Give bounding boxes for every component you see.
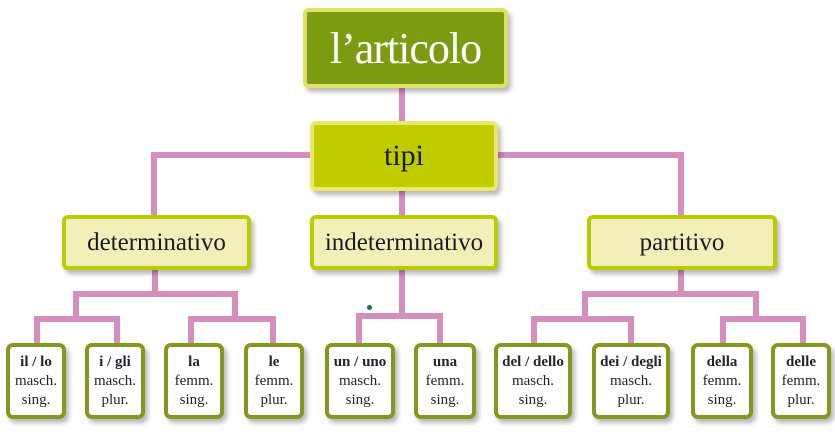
- leaf-le: le femm. plur.: [244, 343, 304, 419]
- connector-to-determinativo: [151, 152, 157, 218]
- leaf-number: plur.: [617, 391, 645, 408]
- leaf-article: i / gli: [99, 353, 131, 370]
- category-determinativo: determinativo: [62, 215, 251, 270]
- connector-det-left-pair: [34, 316, 120, 322]
- leaf-la: la femm. sing.: [164, 343, 224, 419]
- leaf-gender: masch.: [609, 372, 653, 389]
- connector-part-left-a: [531, 316, 537, 346]
- leaf-number: sing.: [21, 391, 51, 408]
- category-partitivo: partitivo: [587, 215, 777, 270]
- connector-det-left-a: [34, 316, 40, 346]
- leaf-dei-degli: dei / degli masch. plur.: [592, 343, 670, 419]
- category-indeterminativo: indeterminativo: [310, 215, 498, 270]
- leaf-article: le: [268, 353, 280, 370]
- stray-dot: [367, 305, 372, 310]
- leaf-number: sing.: [518, 391, 548, 408]
- leaf-article: il / lo: [20, 353, 52, 370]
- connector-part-right-b: [800, 316, 806, 346]
- connector-to-indeterminativo: [399, 188, 405, 218]
- connector-part-right-pair: [720, 316, 806, 322]
- connector-indeterminativo-stem: [399, 268, 405, 318]
- connector-det-right-a: [188, 316, 194, 346]
- leaf-number: sing.: [179, 391, 209, 408]
- connector-det-right-pair: [188, 316, 276, 322]
- connector-determinativo-stem: [152, 268, 158, 296]
- leaf-gender: femm.: [781, 372, 821, 389]
- connector-determinativo-horizontal: [73, 291, 238, 297]
- connector-indet-b: [437, 313, 443, 346]
- leaf-il-lo: il / lo masch. sing.: [6, 343, 66, 419]
- leaf-number: sing.: [345, 391, 375, 408]
- leaf-number: plur.: [101, 391, 129, 408]
- leaf-number: sing.: [707, 391, 737, 408]
- leaf-article: della: [706, 353, 738, 370]
- leaf-gender: masch.: [511, 372, 555, 389]
- connector-root-tipi: [399, 86, 405, 124]
- tipi-node: tipi: [310, 121, 498, 191]
- leaf-article: un / uno: [333, 353, 387, 370]
- leaf-un-uno: un / uno masch. sing.: [325, 343, 395, 419]
- category-label: partitivo: [639, 228, 725, 256]
- leaf-number: plur.: [787, 391, 815, 408]
- connector-det-right-b: [270, 316, 276, 346]
- leaf-article: delle: [786, 353, 816, 370]
- connector-indet-pair: [356, 313, 443, 319]
- connector-det-right-stem: [232, 291, 238, 321]
- leaf-number: sing.: [430, 391, 460, 408]
- leaf-gender: femm.: [702, 372, 742, 389]
- connector-det-left-b: [114, 316, 120, 346]
- connector-part-left-pair: [531, 316, 634, 322]
- leaf-gender: femm.: [425, 372, 465, 389]
- category-label: determinativo: [87, 228, 226, 256]
- leaf-gender: femm.: [174, 372, 214, 389]
- leaf-gender: femm.: [254, 372, 294, 389]
- connector-part-right-stem: [753, 291, 759, 321]
- connector-part-left-stem: [582, 291, 588, 321]
- leaf-number: plur.: [260, 391, 288, 408]
- connector-part-right-a: [720, 316, 726, 346]
- leaf-della: della femm. sing.: [691, 343, 753, 419]
- category-label: indeterminativo: [324, 228, 484, 256]
- leaf-article: del / dello: [502, 353, 564, 370]
- leaf-i-gli: i / gli masch. plur.: [85, 343, 145, 419]
- leaf-una: una femm. sing.: [414, 343, 476, 419]
- leaf-gender: masch.: [14, 372, 58, 389]
- connector-to-partitivo: [678, 152, 684, 218]
- connector-det-left-stem: [73, 291, 79, 321]
- leaf-article: la: [188, 353, 200, 370]
- connector-indet-a: [356, 313, 362, 346]
- leaf-article: una: [432, 353, 458, 370]
- connector-partitivo-horizontal: [582, 291, 759, 297]
- tipi-label: tipi: [383, 139, 424, 172]
- leaf-article: dei / degli: [600, 353, 662, 370]
- connector-part-left-b: [628, 316, 634, 346]
- root-node: l’articolo: [303, 8, 508, 88]
- root-label: l’articolo: [329, 23, 482, 73]
- leaf-gender: masch.: [338, 372, 382, 389]
- connector-partitivo-stem: [678, 268, 684, 296]
- leaf-del-dello: del / dello masch. sing.: [494, 343, 572, 419]
- leaf-delle: delle femm. plur.: [771, 343, 831, 419]
- leaf-gender: masch.: [93, 372, 137, 389]
